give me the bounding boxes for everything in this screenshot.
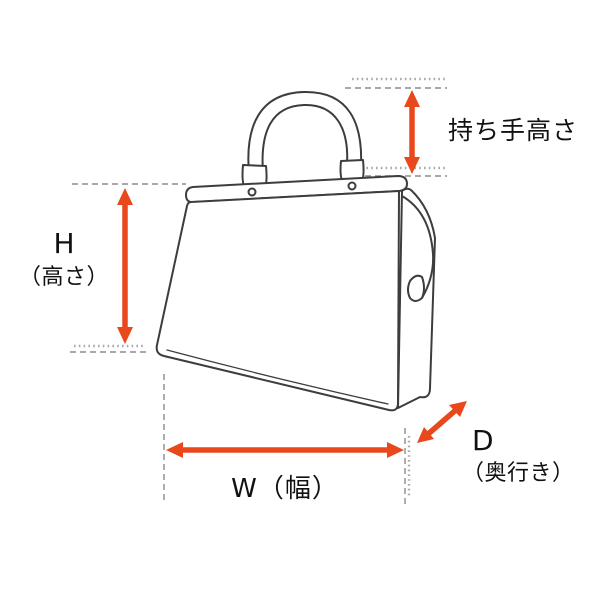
handle-height-arrowhead-down <box>404 157 420 174</box>
depth-label: D （奥行き） <box>462 424 575 487</box>
height-arrowhead-up <box>117 188 133 205</box>
handle-height-label: 持ち手高さ <box>448 116 579 145</box>
height-label: H （高さ） <box>8 227 120 291</box>
bag-handle-outer <box>247 90 363 174</box>
width-arrow <box>166 442 404 458</box>
width-arrowhead-right <box>387 442 404 458</box>
depth-arrowhead-down <box>417 427 434 443</box>
depth-arrowhead-up <box>449 401 467 417</box>
height-label-name: （高さ） <box>18 265 109 291</box>
depth-arrow-shaft <box>425 406 459 438</box>
bag-illustration <box>155 90 436 412</box>
bag-front-panel <box>155 190 400 412</box>
depth-label-name: （奥行き） <box>462 461 575 487</box>
depth-label-symbol: D <box>472 424 494 457</box>
height-label-symbol: H <box>53 227 75 260</box>
bag-flap-side-curve <box>401 195 435 299</box>
bag-side-tab <box>407 274 425 302</box>
height-arrowhead-down <box>117 327 133 344</box>
width-arrowhead-left <box>166 442 183 458</box>
bag-rivet-left <box>247 187 257 197</box>
bag-rivet-right <box>347 181 357 191</box>
handle-height-arrowhead-up <box>404 90 420 107</box>
handle-height-arrow <box>404 90 420 174</box>
micro-marks <box>74 77 446 498</box>
depth-arrow <box>417 401 467 443</box>
bag-handle-inner <box>261 103 349 173</box>
bag-bottom-piping <box>166 349 389 405</box>
height-arrow <box>117 188 133 344</box>
width-label: W（幅） <box>231 474 339 504</box>
